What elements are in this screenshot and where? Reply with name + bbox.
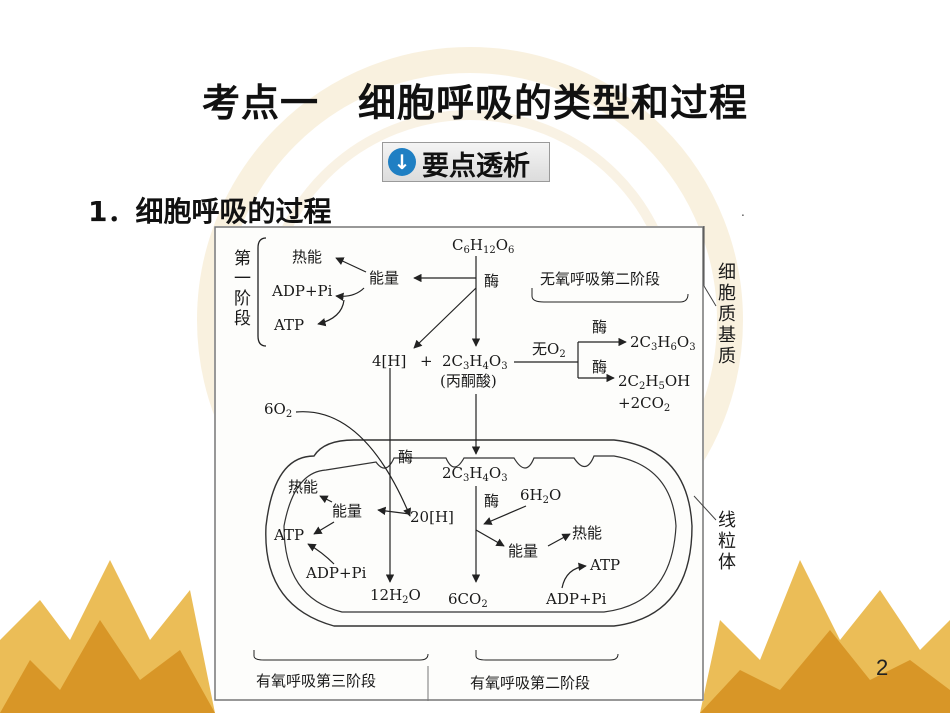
energy-to-adp-arrow-1: [335, 287, 365, 302]
to-energy-arrow-3: [475, 529, 505, 547]
mitochondria-char-1: 线: [718, 510, 736, 531]
plus-sign: +: [420, 352, 433, 370]
stage1-label-1: 第: [234, 249, 251, 269]
water-12-label: 12H2O: [370, 586, 421, 606]
hydrogen-to-energy-arrow: [377, 506, 411, 516]
corner-mark: .: [741, 205, 745, 219]
heat-label-3: 热能: [572, 524, 602, 542]
co2-6-label: 6CO2: [448, 590, 488, 610]
adp-to-atp-arrow-1: [317, 299, 345, 327]
side-leader-lines: [693, 226, 717, 521]
section-subtitle: 1．细胞呼吸的过程: [88, 195, 332, 228]
anaerobic-bracket: [531, 288, 689, 303]
enzyme-label-3: 酶: [592, 358, 607, 376]
heat-label-1: 热能: [292, 248, 322, 266]
pyruvate-name: (丙酮酸): [440, 372, 497, 390]
mitochondria-outer-membrane: [265, 439, 693, 627]
mitochondria-inner-membrane: [283, 455, 677, 613]
adp-pi-label-2: ADP+Pi: [305, 564, 367, 582]
stage3-bracket: [253, 650, 429, 661]
ethanol-label: 2C2H5OH: [618, 372, 690, 392]
atp-label-2: ATP: [273, 526, 304, 544]
oxygen-6-label: 6O2: [264, 400, 292, 420]
atp-label-3: ATP: [589, 556, 620, 574]
stage1-bracket: [257, 237, 267, 347]
badge-frame: [382, 142, 550, 182]
badge-label: 要点透析: [422, 151, 530, 182]
adp-pi-label-1: ADP+Pi: [271, 282, 333, 300]
stage1-label-4: 段: [234, 309, 251, 329]
anaerobic-stage2-label: 无氧呼吸第二阶段: [540, 270, 660, 288]
hydrogen-4-label: 4[H]: [372, 352, 406, 370]
aerobic-stage3-label: 有氧呼吸第三阶段: [256, 672, 376, 690]
energy-label-1: 能量: [369, 269, 399, 287]
glucose-label: C6H12O6: [452, 236, 514, 256]
oxygen-to-water-arrow: [295, 411, 411, 517]
cytoplasm-char-5: 质: [718, 346, 736, 367]
mitochondria-char-2: 粒: [718, 531, 736, 552]
stage1-label-3: 阶: [234, 289, 251, 309]
adp-to-atp-arrow-3: [561, 562, 587, 589]
energy-to-heat-arrow-2: [319, 495, 333, 504]
stage1-label-2: 一: [234, 269, 251, 289]
energy-to-atp-arrow-2: [313, 521, 335, 535]
mitochondria-char-3: 体: [718, 552, 736, 573]
hydrogen-20-label: 20[H]: [410, 508, 454, 526]
no-oxygen-label: 无O2: [532, 340, 566, 360]
cytoplasm-char-2: 胞: [718, 283, 736, 304]
adp-to-atp-arrow-2: [307, 543, 335, 565]
energy-label-3: 能量: [508, 542, 538, 560]
section-badge: ↓ 要点透析: [382, 142, 550, 182]
cell-respiration-diagram: 第 一 阶 段 细 C6H12O6 酶 能量 热能 ADP+Pi ATP 无氧呼…: [214, 226, 704, 701]
stage2-bracket: [475, 650, 619, 661]
energy-to-heat-arrow-3: [547, 533, 571, 547]
enzyme-label-5: 酶: [484, 492, 499, 510]
cytoplasm-label: 细 胞 质 基 质: [718, 262, 738, 367]
water-6-label: 6H2O: [520, 486, 561, 506]
mitochondria-label: 线 粒 体: [718, 510, 738, 573]
co2-2-label: +2CO2: [618, 394, 670, 414]
aerobic-stage2-label: 有氧呼吸第二阶段: [470, 674, 590, 692]
water-input-arrow: [483, 505, 527, 525]
page-title: 考点一 细胞呼吸的类型和过程: [201, 81, 748, 125]
cytoplasm-char-3: 质: [718, 304, 736, 325]
cytoplasm-char-4: 基: [718, 325, 736, 346]
pyruvate-label-2: 2C3H4O3: [442, 464, 508, 484]
atp-label-1: ATP: [273, 316, 304, 334]
page-number: 2: [876, 655, 889, 680]
diagram-frame: [214, 226, 704, 701]
enzyme-label-4: 酶: [398, 448, 413, 466]
enzyme-label-2: 酶: [592, 318, 607, 336]
energy-to-heat-arrow-1: [335, 257, 367, 273]
glucose-to-hydrogen-arrow: [413, 287, 477, 349]
lactic-acid-label: 2C3H6O3: [630, 333, 696, 353]
enzyme-label-1: 酶: [484, 272, 499, 290]
down-arrow-circle-icon: ↓: [388, 148, 416, 176]
adp-pi-label-3: ADP+Pi: [545, 590, 607, 608]
cytoplasm-char-1: 细: [718, 262, 736, 283]
heat-label-2: 热能: [288, 478, 318, 496]
energy-label-2: 能量: [332, 502, 362, 520]
pyruvate-label-1: 2C3H4O3: [442, 352, 508, 372]
